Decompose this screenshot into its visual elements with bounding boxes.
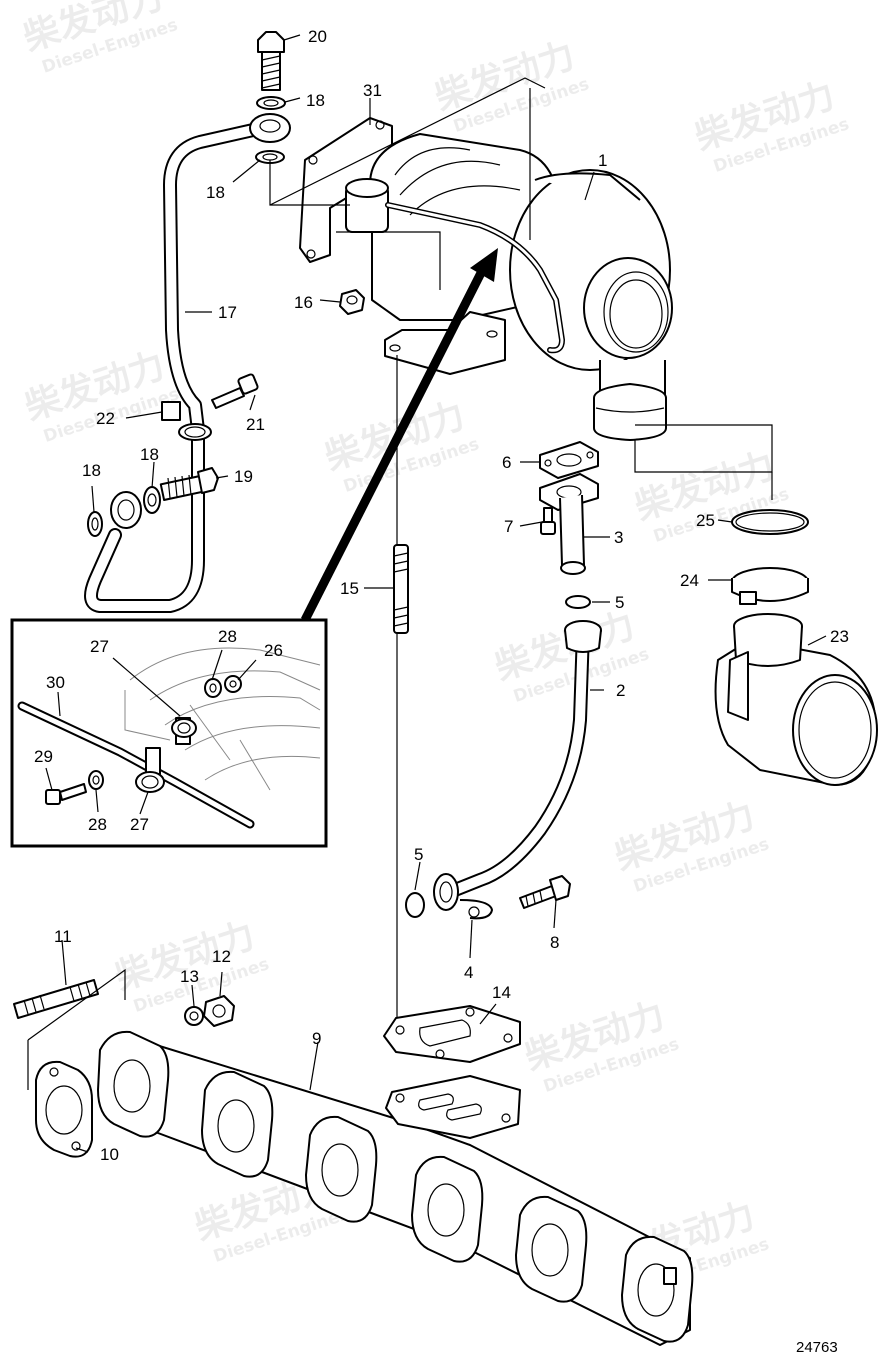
callout-16: 16: [294, 293, 313, 312]
return-gasket: [539, 441, 599, 479]
turbo-gasket: [383, 1005, 521, 1063]
callout-4: 4: [464, 963, 473, 982]
return-flange: [539, 473, 599, 575]
callout-8: 8: [550, 933, 559, 952]
inset-washer-upper: [204, 678, 222, 698]
watermark: 柴发动力 Diesel-Engines: [610, 795, 772, 897]
callout-19: 19: [234, 467, 253, 486]
callout-22: 23: [830, 627, 849, 646]
callout-6: 6: [502, 453, 511, 472]
nut: [339, 289, 365, 315]
callout-18: 18: [306, 91, 325, 110]
oil-return-pipe: [433, 620, 602, 920]
watermark: 柴发动力 Diesel-Engines: [430, 35, 592, 137]
manifold-stud: [13, 979, 99, 1019]
exhaust-manifold: [97, 1030, 694, 1346]
pipe-clamp: [161, 401, 212, 441]
o-ring-lower: [405, 892, 425, 918]
callout-7: 7: [504, 517, 513, 536]
watermark: 柴发动力 Diesel-Engines: [690, 75, 852, 177]
hose-clamp: [731, 567, 809, 605]
callout-1: 1: [598, 151, 607, 170]
callout-9: 9: [312, 1029, 321, 1048]
callout-21: 22: [96, 409, 115, 428]
washer-top-1: [256, 96, 286, 110]
inset-washer-lower: [88, 770, 104, 790]
callout-18: 18: [82, 461, 101, 480]
watermark: 柴发动力 Diesel-Engines: [19, 0, 181, 78]
outlet-hose: [714, 613, 878, 786]
washer-lower-1: [143, 486, 161, 514]
manifold-gasket: [35, 1060, 93, 1158]
callout-28: 28: [88, 815, 107, 834]
watermark: 柴发动力 Diesel-Engines: [320, 395, 482, 497]
leader-lines: [61, 34, 827, 1153]
banjo-bolt-lower: [159, 467, 219, 501]
callout-26: 27: [90, 637, 109, 656]
callout-27: 27: [130, 815, 149, 834]
callout-15: 15: [340, 579, 359, 598]
callout-11: 11: [54, 927, 72, 946]
inset-bolt: [45, 783, 87, 805]
turbocharger: [299, 117, 673, 441]
callout-30: 30: [46, 673, 65, 692]
inset-clamp-upper: [171, 717, 197, 745]
callout-31: 31: [363, 81, 382, 100]
washer-lower-2: [87, 511, 103, 537]
flange-bolt: [540, 507, 556, 535]
return-pipe-bolt: [519, 875, 571, 909]
oil-feed-pipe: [84, 121, 269, 613]
callout-29: 29: [34, 747, 53, 766]
callout-10: 10: [100, 1145, 119, 1164]
callout-23: 24: [680, 571, 699, 590]
callout-14: 14: [492, 983, 511, 1002]
callout-28: 28: [218, 627, 237, 646]
inset-nut: [224, 675, 242, 693]
clamp-bolt: [211, 373, 259, 409]
banjo-bolt-top: [257, 31, 285, 91]
callout-20: 21: [246, 415, 265, 434]
watermark: 柴发动力 Diesel-Engines: [20, 345, 182, 447]
o-ring-upper: [565, 595, 591, 609]
banjo-fitting-lower: [110, 491, 142, 529]
callout-24: 25: [696, 511, 715, 530]
callout-12: 12: [212, 947, 231, 966]
callout-18: 18: [140, 445, 159, 464]
callout-13: 13: [180, 967, 199, 986]
drawing-reference-number: 24763: [796, 1339, 838, 1356]
detail-inset: [10, 618, 328, 848]
banjo-fitting-top: [249, 113, 291, 143]
callout-19: 20: [308, 27, 327, 46]
manifold-nut: [203, 995, 235, 1027]
callout-5: 5: [615, 593, 624, 612]
callout-25: 26: [264, 641, 283, 660]
callout-3: 3: [614, 528, 623, 547]
leader-31-b: [269, 77, 546, 206]
callout-2: 2: [616, 681, 625, 700]
manifold-washer: [184, 1006, 204, 1026]
callout-18: 18: [206, 183, 225, 202]
leader-11: [27, 968, 126, 1090]
watermark: 柴发动力 Diesel-Engines: [490, 605, 652, 707]
callout-labels: 20 18 18 31 1 16 17 21 22 18 19 18 6 7 3…: [34, 27, 849, 1356]
inset-clamp-lower: [135, 747, 165, 793]
watermark: 柴发动力 Diesel-Engines: [520, 995, 682, 1097]
inset-pointer-arrow: [300, 248, 498, 623]
callout-17: 17: [218, 303, 237, 322]
callout-5: 5: [414, 845, 423, 864]
stud: [393, 544, 409, 634]
